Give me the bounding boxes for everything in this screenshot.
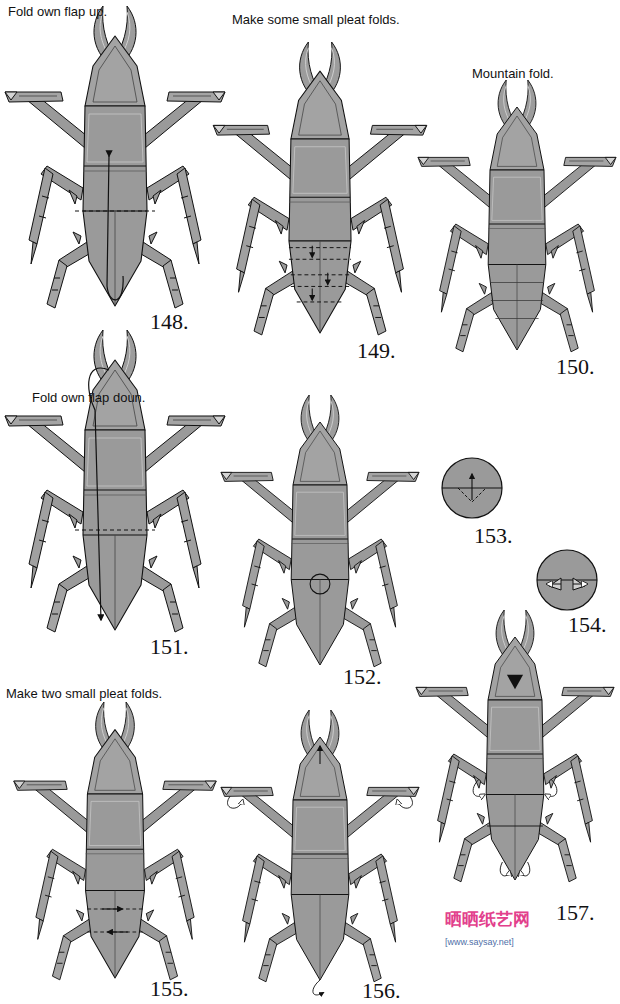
step-number: 149. <box>357 340 396 362</box>
step-number-slot: 153. <box>474 525 513 547</box>
instruction-text: Fold own flap doun. <box>32 391 145 406</box>
step-number: 156. <box>362 980 401 1002</box>
step-number: 148. <box>150 311 189 333</box>
watermark-url: [www.saysay.net] <box>445 938 514 948</box>
instruction-text-slot: Fold own flap doun. <box>32 388 145 406</box>
instruction-text: Make some small pleat folds. <box>232 13 400 28</box>
watermark-url-slot: [www.saysay.net] <box>445 931 514 949</box>
instruction-text: Make two small pleat folds. <box>6 687 162 702</box>
step-number-slot: 150. <box>556 356 595 378</box>
step-number: 157. <box>556 902 595 924</box>
watermark-slot: 晒晒纸艺网 <box>445 910 530 929</box>
instruction-text-slot: Make two small pleat folds. <box>6 684 162 702</box>
step-number: 153. <box>474 525 513 547</box>
step-number-slot: 154. <box>568 614 607 636</box>
step-number-slot: 156. <box>362 980 401 1002</box>
instruction-text-slot: Mountain fold. <box>472 64 554 82</box>
step-number: 154. <box>568 614 607 636</box>
instruction-text: Mountain fold. <box>472 67 554 82</box>
step-number: 152. <box>343 666 382 688</box>
step-number-slot: 157. <box>556 902 595 924</box>
step-number-slot: 152. <box>343 666 382 688</box>
step-number-slot: 155. <box>150 978 189 1000</box>
instruction-text-slot: Fold own flap up. <box>8 2 107 20</box>
instruction-text-slot: Make some small pleat folds. <box>232 10 400 28</box>
step-number: 151. <box>150 636 189 658</box>
step-number: 150. <box>556 356 595 378</box>
watermark: 晒晒纸艺网 <box>445 910 530 929</box>
step-number-slot: 148. <box>150 311 189 333</box>
step-number-slot: 149. <box>357 340 396 362</box>
step-number: 155. <box>150 978 189 1000</box>
step-number-slot: 151. <box>150 636 189 658</box>
instruction-text: Fold own flap up. <box>8 5 107 20</box>
